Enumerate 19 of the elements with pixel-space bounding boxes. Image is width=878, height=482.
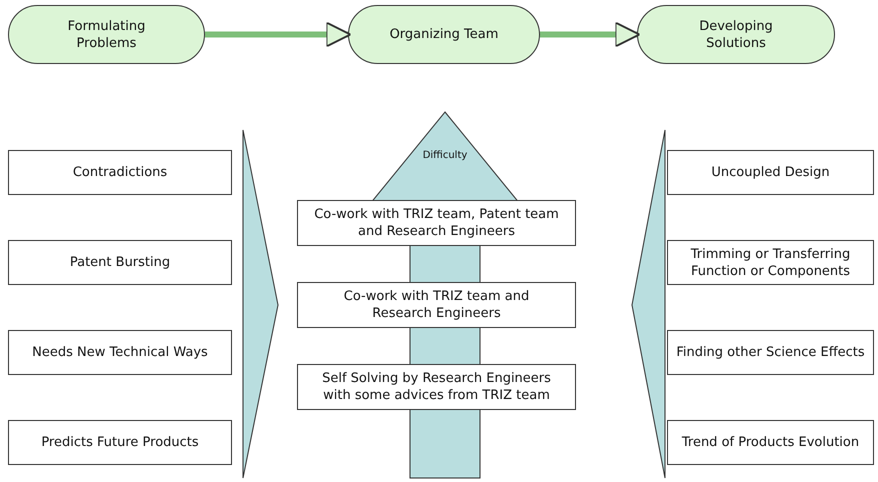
team-box: Co-work with TRIZ team and Research Engineers [297,282,576,328]
category-box: Predicts Future Products [8,420,232,465]
arrow-label: Difficulty [398,135,492,175]
arrow [540,22,640,48]
stage-pill: Organizing Team [348,5,540,64]
stage-pill: Developing Solutions [637,5,835,64]
solution-box: Trimming or Transferring Function or Components [667,240,874,285]
category-box: Contradictions [8,150,232,195]
category-box: Needs New Technical Ways [8,330,232,375]
category-box: Patent Bursting [8,240,232,285]
team-box: Co-work with TRIZ team, Patent team and Research Engineers [297,200,576,246]
stage-pill: Formulating Problems [8,5,205,64]
team-box: Self Solving by Research Engineers with some advices from TRIZ team [297,364,576,410]
solution-box: Finding other Science Effects [667,330,874,375]
solution-box: Uncoupled Design [667,150,874,195]
wedge-shape [632,130,666,478]
solution-box: Trend of Products Evolution [667,420,874,465]
wedge-shape [242,130,279,478]
arrow [205,22,352,48]
